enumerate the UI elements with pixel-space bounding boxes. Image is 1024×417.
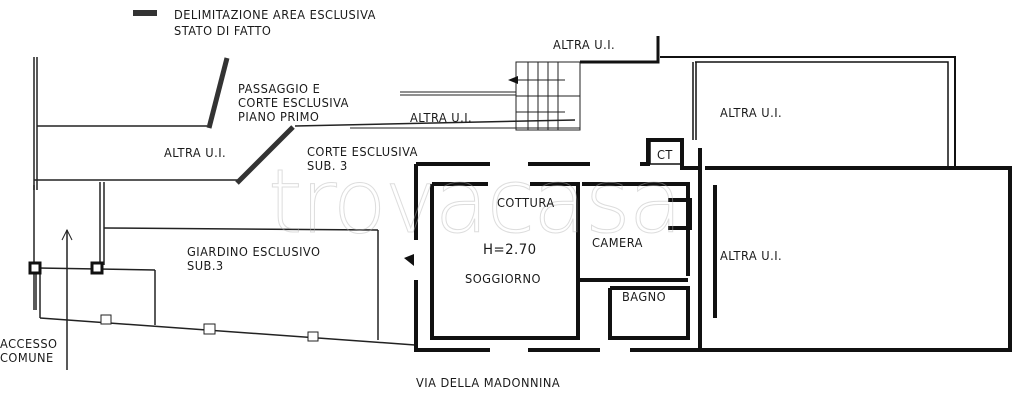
label-passaggio: PASSAGGIO E CORTE ESCLUSIVA PIANO PRIMO xyxy=(238,82,349,124)
label-ct: CT xyxy=(657,148,673,162)
entrance-arrow xyxy=(404,254,414,266)
apartment-walls xyxy=(414,138,1012,352)
access-arrow xyxy=(61,228,73,370)
label-bagno: BAGNO xyxy=(622,290,667,304)
altra-ui-upper xyxy=(580,36,956,170)
staircase xyxy=(350,61,581,131)
label-giardino: GIARDINO ESCLUSIVO SUB.3 xyxy=(187,245,321,273)
watermark: trovacasa xyxy=(268,150,684,254)
label-camera: CAMERA xyxy=(592,236,643,250)
label-soggiorno: SOGGIORNO xyxy=(465,272,541,286)
exclusive-boundary xyxy=(206,57,295,185)
legend-line2: STATO DI FATTO xyxy=(174,24,272,38)
ct-room xyxy=(649,139,683,165)
label-altra-ui-right-top: ALTRA U.I. xyxy=(720,106,783,120)
label-altra-ui-right-bottom: ALTRA U.I. xyxy=(720,249,783,263)
label-accesso: ACCESSO COMUNE xyxy=(0,337,58,365)
label-altra-ui-mid: ALTRA U.I. xyxy=(410,111,473,125)
legend-swatch xyxy=(133,10,157,16)
label-corte: CORTE ESCLUSIVA SUB. 3 xyxy=(307,145,418,173)
legend-line1: DELIMITAZIONE AREA ESCLUSIVA xyxy=(174,8,376,22)
label-altra-ui-left: ALTRA U.I. xyxy=(164,146,227,160)
label-height: H=2.70 xyxy=(483,242,537,258)
label-street: VIA DELLA MADONNINA xyxy=(416,376,561,390)
pillars xyxy=(28,261,104,275)
label-cottura: COTTURA xyxy=(497,196,555,210)
label-altra-ui-top: ALTRA U.I. xyxy=(553,38,616,52)
